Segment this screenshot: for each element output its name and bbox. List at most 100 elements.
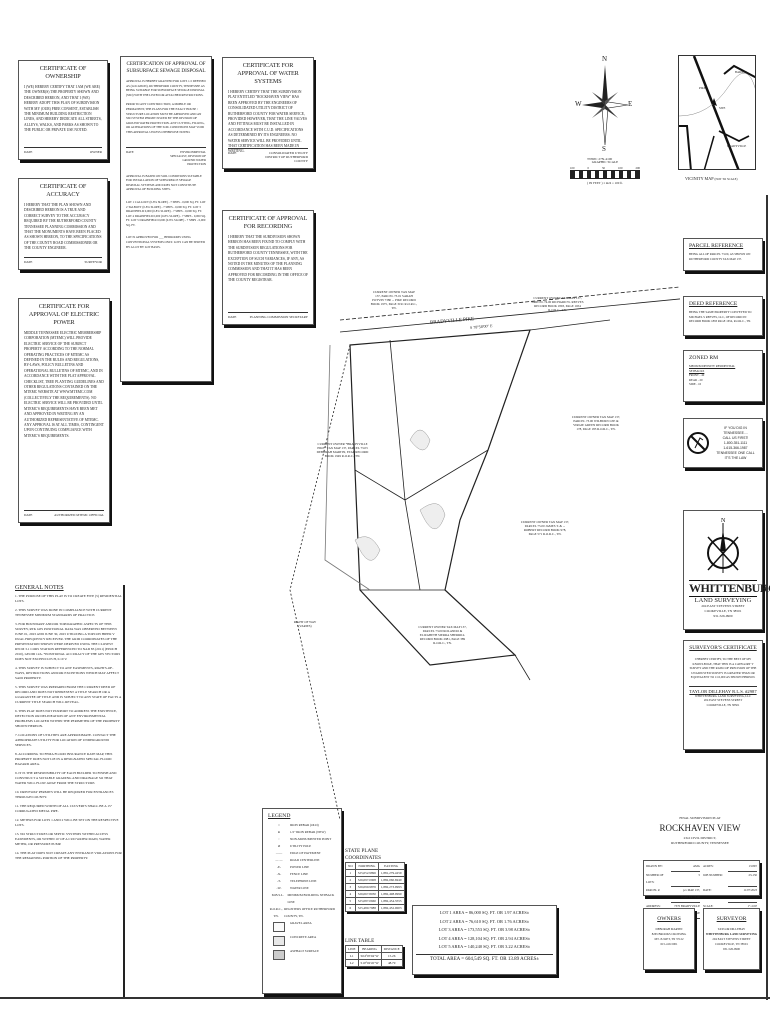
adjoiner-label: CURRENT OWNER TAX MAP 137, PARCEL 74.00 … <box>531 296 584 312</box>
certificate-title: CERTIFICATE OF APPROVAL FOR RECORDING <box>228 215 308 230</box>
note-item: 4. THIS SURVEY IS SUBJECT TO ANY EASEMEN… <box>15 666 119 680</box>
certificate-title: CERTIFICATE FOR APPROVAL OF ELECTRIC POW… <box>28 303 100 326</box>
table-cell: 2 <box>345 876 356 884</box>
sig-left: DATE <box>24 150 33 154</box>
table-cell: L1 <box>345 952 359 960</box>
table-cell: 1,882,454.3555 <box>377 897 405 905</box>
zoning-subtitle: MEDIUM DENSITY RESIDENTIAL <box>689 364 736 368</box>
vicinity-map: SITE BARNES BRADYVILLE PIKE <box>678 55 756 170</box>
setback-side: SIDE - 10 <box>689 382 702 386</box>
surveyor-title: SURVEYOR <box>716 916 747 922</box>
note-item: 11. THE REQUIRED WIDTH OF ALL CULVERTS S… <box>15 804 113 813</box>
gravel-area <box>409 429 431 451</box>
legend-label: FENCE LINE <box>290 872 309 876</box>
company-sub: LAND SURVEYING <box>694 597 752 604</box>
sig-left: DATE <box>24 260 33 264</box>
legend-symbol <box>273 936 285 946</box>
table-cell: L2 <box>345 959 359 967</box>
surveyor-certificate: SURVEYOR'S CERTIFICATE I HEREBY CERTIFY,… <box>683 640 763 750</box>
surveyor-line: TAYLOR DILLEHAY <box>717 927 746 931</box>
legend-symbol <box>273 950 285 960</box>
legend-symbol: -e- <box>276 865 282 869</box>
right-of-way <box>289 344 351 820</box>
owners-box: OWNERS DEBORAH MARTIN 8265 BROOKS CROSSI… <box>643 908 695 970</box>
legend-label: ROAD CENTERLINE <box>290 858 320 862</box>
certificate-title: CERTIFICATE FOR APPROVAL OF WATER SYSTEM… <box>237 62 299 85</box>
sig-right: CONSOLIDATED UTILITY DISTRICT OF RUTHERF… <box>265 151 308 163</box>
sewage-text-3: APPROVAL IS BASED ON SOIL CONDITIONS SUI… <box>126 173 202 192</box>
legend-symbol: ● <box>278 830 280 834</box>
info-value: 5 <box>671 872 700 887</box>
info-label: DRAWN BY: <box>646 864 663 868</box>
column-header: BEARING <box>357 945 382 953</box>
surveyor-line: WHITTENBURG LAND SURVEYING <box>705 932 758 936</box>
legend-item: ● 1/2" IRON REBAR (NEW) <box>268 829 336 836</box>
east-label: E <box>628 100 633 108</box>
scale-bar <box>570 170 640 179</box>
column-header: NORTHING <box>354 862 379 870</box>
legend-item: M.B.S.L.MINIMUM BUILDING SETBACK LINE <box>268 892 336 906</box>
table-cell: 4 <box>345 890 356 898</box>
surveyor-line: 931-526-9900 <box>723 947 740 951</box>
plat-type: FINAL SUBDIVISION PLAT <box>679 816 721 820</box>
lot-area-line: LOT 5 AREA = 140,240 SQ. FT. OR 3.22 ACR… <box>438 944 531 950</box>
company-name: WHITTENBURG <box>689 580 770 597</box>
legend-item: -x- FENCE LINE <box>268 871 336 878</box>
info-value: 23-150 <box>728 872 757 887</box>
setback-rear: REAR - 20 <box>689 377 703 382</box>
info-value: p/o MAP 137, PARCEL 73.00 <box>671 887 700 903</box>
drive <box>324 344 371 591</box>
surveyor-line: COOKEVILLE, TN 38501 <box>715 942 748 946</box>
no-dig-icon <box>687 432 709 454</box>
section-title: SURVEYOR'S CERTIFICATE <box>689 645 757 651</box>
note-item: 8. ACCORDING TO FEMA FLOOD INSURANCE RAT… <box>15 752 113 766</box>
legend-item: øUTILITY POLE <box>268 843 336 850</box>
legend-symbol: ◦ <box>278 837 280 841</box>
table-cell: 5 <box>345 897 356 905</box>
column-header: DISTANCE <box>380 945 403 953</box>
info-value: 11/07/2023 <box>728 887 757 903</box>
sewage-text-4: LOT 1 CALLOUT (0-8% SLOPE) - 7 SHPS - 0,… <box>126 199 206 227</box>
legend-label: GRAVEL AREA <box>290 921 312 925</box>
plat-name: ROCKHAVEN VIEW <box>659 823 741 833</box>
gravel-area <box>419 503 446 529</box>
table-cell: 526,090.9876 <box>354 883 379 891</box>
legend-symbol: — — <box>275 858 283 862</box>
legend-item: -w-WATER LINE <box>268 885 336 892</box>
scale-tick: 50 <box>602 166 605 170</box>
owner-line: 8265 BROOKS CROSSING <box>651 932 687 936</box>
certificate-title: CERTIFICATE OF ACCURACY <box>39 183 87 198</box>
sheet-border-right <box>766 195 768 1000</box>
legend-label: CONCRETE AREA <box>290 935 317 939</box>
table-cell: 48.79 <box>380 959 403 967</box>
north-arrow: N W E S TNSPC 27N-4100 <box>575 55 635 165</box>
boundary <box>349 329 531 666</box>
certificate-recording: CERTIFICATE OF APPROVAL FOR RECORDING I … <box>222 210 314 325</box>
legend-label: WATER LINE <box>290 886 309 890</box>
datum-label: TNSPC 27N-4100 <box>587 157 613 161</box>
legend-symbol: -x- <box>276 872 282 876</box>
total-area: TOTAL AREA = 604,549 SQ. FT. OR 13.89 AC… <box>416 953 553 962</box>
table-cell: 1,881,279.4259 <box>377 869 405 877</box>
table-cell: 525,052.9896 <box>354 869 379 877</box>
company-logo-block: N WHITTENBURG LAND SURVEYING 204 EAST ST… <box>683 510 770 630</box>
adjoiner-label: CURRENT OWNER TAX MAP 137, PARCEL 73.00 … <box>418 625 467 645</box>
table-title: STATE PLANE COORDINATES <box>345 848 382 861</box>
legend-label: 1/2" IRON REBAR (NEW) <box>290 830 326 834</box>
setback-front: FRONT - 40 <box>689 373 705 377</box>
column-header: LINE <box>345 945 359 953</box>
note-item: 9. IT IS THE RESPONSIBILITY OF EACH BUIL… <box>15 771 117 785</box>
legend-item: -t-TELEPHONE LINE <box>268 878 336 885</box>
company-city: COOKEVILLE, TN 38501 <box>704 609 742 613</box>
note-item: 6. THIS PLAT DOES NOT PURPORT TO ADDRESS… <box>15 709 120 728</box>
table-cell: 525,087.0660 <box>354 897 379 905</box>
surveyor-compass-logo-icon: N <box>707 518 739 573</box>
parcel-reference: PARCEL REFERENCE BEING ALL OF PARCEL 73.… <box>683 238 763 271</box>
legend-label: TELEPHONE LINE <box>290 879 317 883</box>
sig-right: ENVIRONMENTAL SPECIALIST, DIVISION OF GR… <box>170 149 206 166</box>
